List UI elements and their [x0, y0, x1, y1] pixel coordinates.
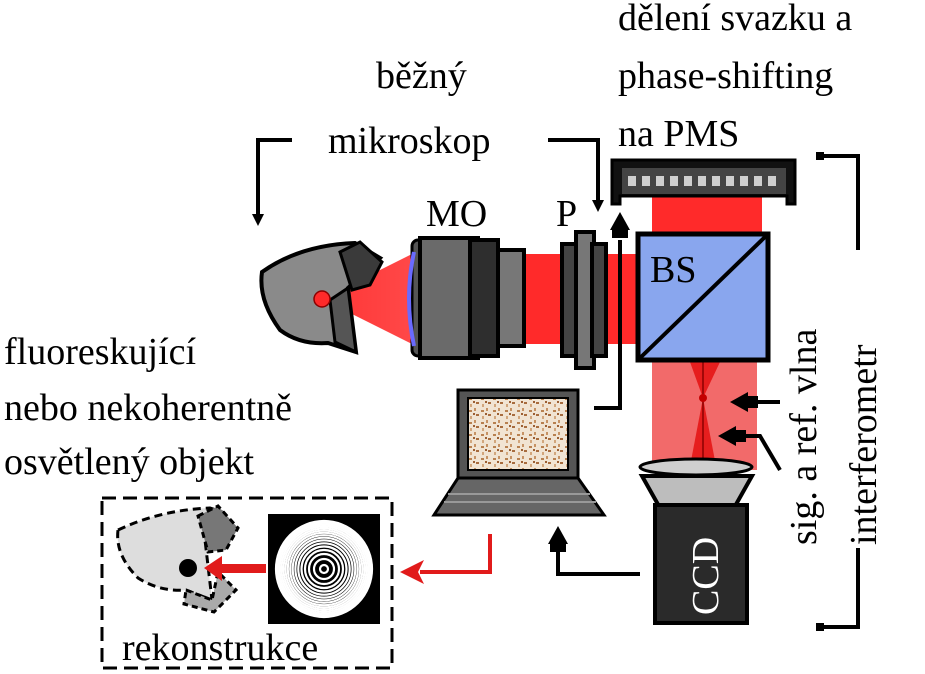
ccd-camera [638, 457, 756, 625]
label-splitting-line1: dělení svazku a [618, 0, 852, 39]
label-object-line3: osvětlený objekt [4, 441, 255, 483]
focus-cone-signal [690, 362, 720, 398]
label-camera: CCD [685, 537, 727, 615]
label-splitting-line2: phase-shifting [618, 55, 833, 97]
label-polarizer: P [556, 193, 577, 235]
reconstruction-panel [100, 496, 394, 670]
laptop-icon [431, 388, 607, 517]
label-conventional-line2: mikroskop [328, 120, 491, 162]
polarizer [560, 230, 608, 370]
label-object-line2: nebo nekoherentně [4, 387, 292, 429]
label-objective: MO [426, 193, 487, 235]
label-reconstruction: rekonstrukce [122, 627, 318, 669]
skull-shaped-object [259, 240, 384, 355]
label-beamsplitter: BS [650, 249, 696, 291]
label-interferometer: interferometr [843, 344, 885, 545]
label-object-line1: fluoreskující [4, 331, 197, 373]
beam-to-pms [652, 196, 762, 238]
microscope-objective [407, 236, 526, 360]
label-waves: sig. a ref. vlna [783, 329, 825, 545]
phase-modulator-pms [610, 158, 797, 206]
red-arrow-reconstruct-icon [204, 556, 266, 581]
connectors [256, 138, 860, 629]
red-arrow-laptop-icon [400, 534, 492, 584]
beamsplitter-cube [635, 231, 771, 363]
collection-cone [322, 250, 420, 348]
label-splitting-line3: na PMS [618, 113, 739, 155]
connector-arrowheads [252, 152, 824, 631]
fresnel-zone-hologram-icon [268, 514, 380, 624]
label-conventional-line1: běžný [376, 55, 467, 97]
